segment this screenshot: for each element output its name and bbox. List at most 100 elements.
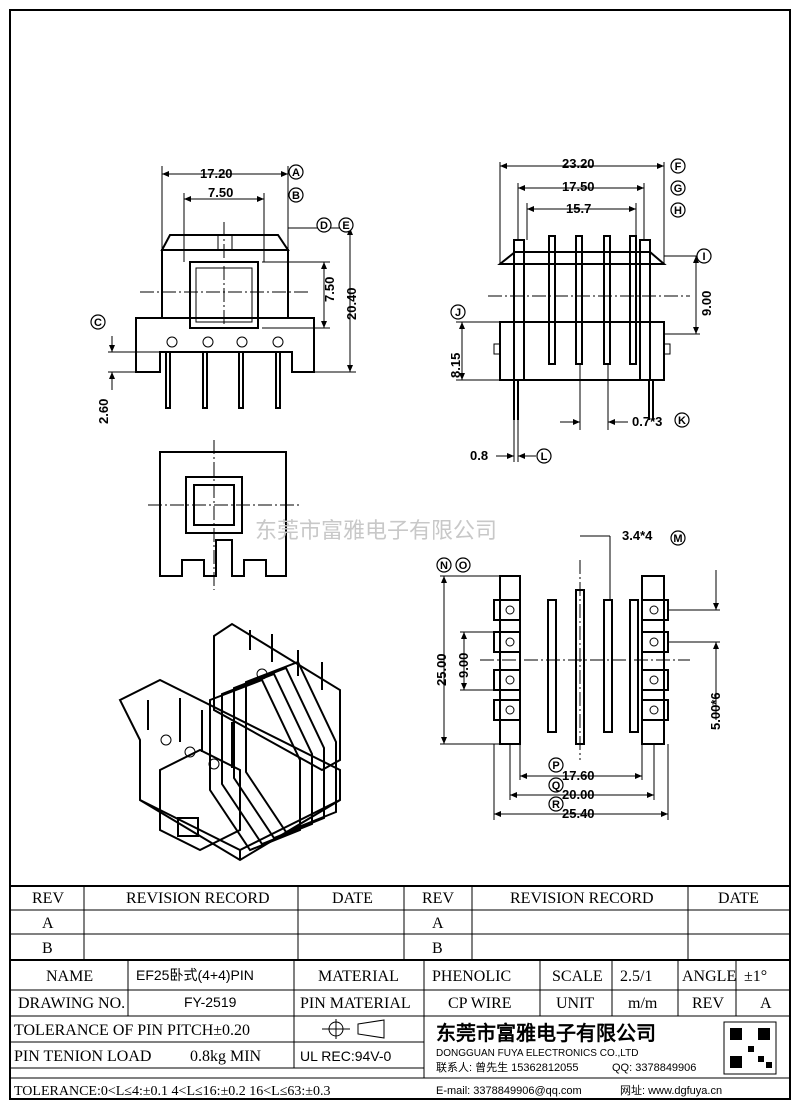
company-name-cn: 东莞市富雅电子有限公司	[436, 1021, 656, 1045]
name-value: EF25卧式(4+4)PIN	[136, 967, 254, 983]
top-view	[148, 440, 300, 590]
marker-circle-c	[90, 314, 106, 330]
date-header-1: DATE	[332, 890, 373, 907]
dim-height-j: 8.15	[448, 353, 463, 378]
rev-header-2: REV	[422, 890, 454, 907]
marker-f: F	[675, 161, 682, 173]
marker-k: K	[678, 415, 686, 427]
marker-g: G	[674, 183, 683, 195]
watermark: 东莞市富雅电子有限公司	[255, 518, 497, 543]
marker-n: N	[440, 560, 448, 572]
front-view	[108, 166, 356, 409]
dim-width-r: 25.40	[562, 806, 595, 821]
material-label: MATERIAL	[318, 968, 399, 985]
isometric-view	[118, 622, 341, 862]
dim-height-d: 7.50	[322, 277, 337, 302]
dim-height-n: 25.00	[434, 653, 449, 686]
dim-pin-l: 0.8	[470, 448, 488, 463]
tolerance-line: TOLERANCE:0<L≤4:±0.1 4<L≤16:±0.2 16<L≤63…	[14, 1084, 330, 1099]
email: E-mail: 3378849906@qq.com	[436, 1085, 582, 1097]
record-header-1: REVISION RECORD	[126, 890, 270, 907]
marker-circle-i	[696, 248, 712, 264]
marker-l: L	[541, 451, 548, 463]
rev-a-1: A	[42, 915, 54, 932]
company-name-en: DONGGUAN FUYA ELECTRONICS CO.,LTD	[436, 1048, 638, 1059]
marker-circle-m	[670, 530, 686, 546]
sheet-border	[9, 9, 791, 1100]
dim-width-h: 15.7	[566, 201, 591, 216]
marker-r: R	[552, 799, 560, 811]
pitch-tolerance: TOLERANCE OF PIN PITCH±0.20	[14, 1022, 250, 1039]
marker-p: P	[552, 760, 559, 772]
dim-slot-m: 3.4*4	[622, 528, 653, 543]
marker-j: J	[455, 307, 461, 319]
marker-m: M	[673, 533, 682, 545]
rev-b-2: B	[432, 940, 443, 957]
angle-value: ±1°	[744, 968, 767, 985]
marker-circle-b	[288, 187, 304, 203]
dim-width-f: 23.20	[562, 156, 595, 171]
marker-circle-d	[316, 217, 332, 233]
rev-a-2: A	[432, 915, 444, 932]
title-block	[10, 885, 790, 1079]
scale-label: SCALE	[552, 968, 603, 985]
dim-width-p: 17.60	[562, 768, 595, 783]
drawing-no-value: FY-2519	[184, 994, 237, 1010]
marker-e: E	[342, 220, 349, 232]
tension-value: 0.8kg MIN	[190, 1048, 262, 1065]
ul-rec: UL REC:94V-0	[300, 1048, 392, 1064]
marker-c: C	[94, 317, 102, 329]
marker-circle-j	[450, 304, 466, 320]
marker-h: H	[674, 205, 682, 217]
dim-width-q: 20.00	[562, 787, 595, 802]
marker-circle-o	[455, 557, 471, 573]
rev-header-1: REV	[32, 890, 64, 907]
marker-b: B	[292, 190, 300, 202]
marker-a: A	[292, 167, 300, 179]
marker-circle-l	[536, 448, 552, 464]
rev-b-1: B	[42, 940, 53, 957]
marker-circle-e	[338, 217, 354, 233]
material-value: PHENOLIC	[432, 968, 511, 985]
marker-q: Q	[552, 780, 561, 792]
rev-value: A	[760, 995, 772, 1012]
unit-value: m/m	[628, 995, 658, 1012]
dim-pin-k: 0.7*3	[632, 414, 662, 429]
drawing-no-label: DRAWING NO.	[18, 995, 125, 1012]
pin-material-label: PIN MATERIAL	[300, 995, 411, 1012]
marker-circle-h	[670, 202, 686, 218]
website: 网址: www.dgfuya.cn	[620, 1083, 722, 1097]
marker-d: D	[320, 220, 328, 232]
marker-circle-q	[548, 777, 564, 793]
date-header-2: DATE	[718, 890, 759, 907]
marker-circle-r	[548, 796, 564, 812]
marker-circle-f	[670, 158, 686, 174]
marker-circle-p	[548, 757, 564, 773]
contact-person: 联系人: 曾先生 15362812055	[436, 1060, 578, 1074]
dim-pitch: 5.00*6	[708, 692, 723, 730]
marker-circle-n	[436, 557, 452, 573]
angle-label: ANGLE	[682, 968, 736, 985]
name-label: NAME	[46, 968, 93, 985]
bottom-view	[440, 535, 720, 820]
marker-o: O	[459, 560, 468, 572]
dim-inner-o: 9.00	[456, 653, 471, 678]
pin-material-value: CP WIRE	[448, 995, 512, 1012]
marker-circle-a	[288, 164, 304, 180]
dim-pin-c: 2.60	[96, 399, 111, 424]
rev-label: REV	[692, 995, 724, 1012]
unit-label: UNIT	[556, 995, 594, 1012]
marker-circle-k	[674, 412, 690, 428]
marker-i: I	[702, 251, 705, 263]
marker-circle-g	[670, 180, 686, 196]
record-header-2: REVISION RECORD	[510, 890, 654, 907]
dim-height-e: 20.40	[344, 287, 359, 320]
tension-label: PIN TENION LOAD	[14, 1048, 151, 1065]
side-view	[456, 162, 700, 462]
dim-height-i: 9.00	[699, 291, 714, 316]
scale-value: 2.5/1	[620, 968, 652, 985]
dim-width-a: 17.20	[200, 166, 233, 181]
qq-number: QQ: 3378849906	[612, 1062, 696, 1074]
